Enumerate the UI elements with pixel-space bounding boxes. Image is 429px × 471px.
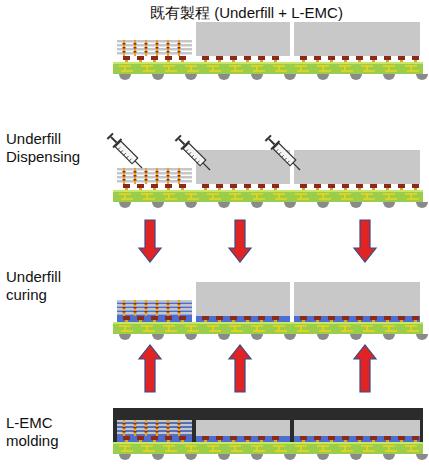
package-cross-section <box>113 408 428 460</box>
package-cross-section <box>113 282 428 340</box>
stage-label: L-EMC molding <box>6 414 106 450</box>
stage-label: Underfill Dispensing <box>6 130 106 166</box>
title: 既有製程 (Underfill + L-EMC) <box>150 4 343 22</box>
syringe-icon <box>173 133 214 174</box>
syringe-icon <box>263 133 304 174</box>
process-arrow <box>139 345 161 392</box>
package-cross-section <box>113 22 428 80</box>
process-arrow <box>354 220 376 262</box>
process-arrow <box>139 220 161 262</box>
process-arrow <box>229 345 251 392</box>
package-cross-section <box>113 150 428 208</box>
process-arrow <box>229 220 251 262</box>
process-arrow <box>354 345 376 392</box>
syringe-icon <box>105 131 146 172</box>
stage-label: Underfill curing <box>6 268 106 304</box>
